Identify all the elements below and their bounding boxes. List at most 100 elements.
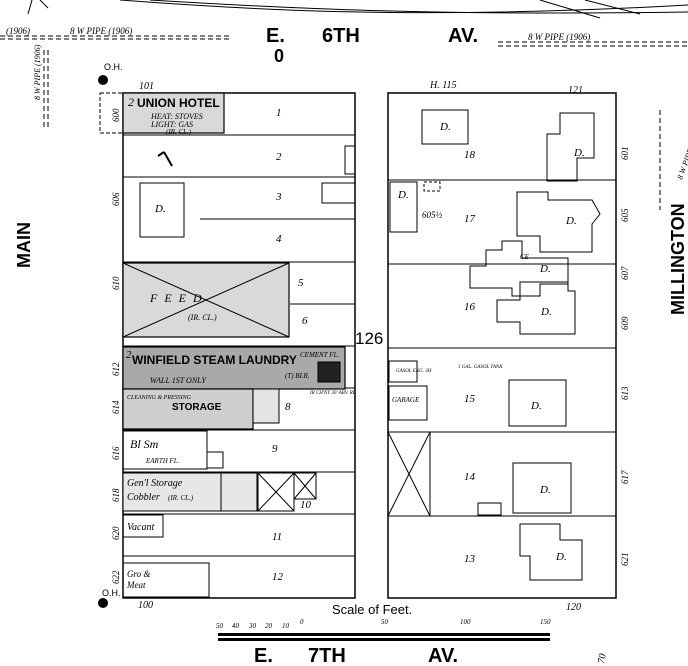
lot-9: 9 — [272, 443, 278, 455]
left-addresses: 600 606 610 612 614 616 618 620 622 — [111, 108, 121, 584]
d-lot18b: D. — [573, 147, 585, 159]
corner-mark: 70 — [596, 653, 609, 665]
corner-120: 120 — [566, 602, 581, 613]
cobbler-label: Cobbler — [127, 492, 160, 503]
addr-617: 617 — [620, 470, 630, 484]
laundry-building: 2 WINFIELD STEAM LAUNDRY WALL 1ST ONLY C… — [122, 346, 357, 430]
laundry-boiler: (T) BLR. — [285, 372, 310, 380]
scale-tick-20: 20 — [265, 622, 273, 630]
blacksmith-building: Bl Sm EARTH FL. — [122, 430, 224, 470]
lot-17: 17 — [464, 213, 476, 225]
lot-12: 12 — [272, 571, 284, 583]
hydrant-label-top: O.H. — [104, 62, 123, 72]
lot2-outbuilding — [344, 145, 356, 175]
addr-616: 616 — [111, 446, 121, 460]
street-top-e: E. — [266, 25, 285, 47]
addr-600: 600 — [111, 108, 121, 122]
addr-613: 613 — [620, 386, 630, 400]
block-number: 126 — [355, 329, 383, 348]
corner-115: H. 115 — [429, 80, 456, 91]
pipe-label-right: 8 W PIPE (1906) — [675, 125, 688, 180]
right-lot-numbers: 18 17 16 15 14 13 — [464, 149, 476, 565]
rail-lines — [27, 0, 688, 19]
storage-label: STORAGE — [172, 402, 222, 413]
street-bottom-7th: 7TH — [308, 645, 346, 666]
lot-2: 2 — [276, 151, 282, 163]
addr-614: 614 — [111, 400, 121, 414]
garage-label: GARAGE — [392, 396, 420, 404]
lot-13: 13 — [464, 553, 476, 565]
d-lot14: D. — [539, 484, 551, 496]
addr-610: 610 — [111, 276, 121, 290]
scale-tick-30: 30 — [248, 622, 257, 630]
grocery-building: Gro & Meat — [122, 562, 210, 598]
scale-title: Scale of Feet. — [332, 602, 412, 617]
feed-building: F E E D (IR. CL.) — [122, 262, 290, 338]
addr-618: 618 — [111, 488, 121, 502]
pipe-label-far-left: (1906) — [6, 26, 30, 36]
street-top-6th: 6TH — [322, 25, 360, 47]
dwelling-lot3: D. — [139, 182, 185, 238]
scale-tick-40: 40 — [232, 622, 240, 630]
corner-121: 121 — [568, 85, 583, 96]
cleaning-label: CLEANING & PRESSING — [127, 395, 192, 401]
d-lot17a: D. — [397, 189, 409, 201]
addr-605half: 605½ — [422, 210, 443, 220]
laundry-cement: CEMENT FL. — [300, 351, 339, 359]
d-lot18a: D. — [439, 121, 451, 133]
scale-tick-150: 150 — [540, 618, 551, 626]
gro-label-b: Meat — [126, 580, 146, 590]
pipe-label-top-left: 8 W PIPE (1906) — [70, 26, 132, 36]
lot-16: 16 — [464, 301, 476, 313]
addr-605: 605 — [620, 208, 630, 222]
right-addresses: 601 605 607 609 613 617 621 — [620, 147, 630, 567]
lot-18: 18 — [464, 149, 476, 161]
d-lot15: D. — [530, 400, 542, 412]
street-bottom-av: AV. — [428, 645, 458, 666]
street-main: MAIN — [14, 222, 34, 268]
vacant-building: Vacant — [122, 514, 164, 538]
addr-620: 620 — [111, 526, 121, 540]
dwelling-label: D. — [154, 203, 166, 215]
feed-note: (IR. CL.) — [188, 313, 217, 322]
union-hotel-stories: 2 — [128, 95, 134, 109]
cobbler-note: (IR. CL.) — [168, 494, 194, 502]
north-arrow-mark — [157, 151, 173, 167]
laundry-name: WINFIELD STEAM LAUNDRY — [132, 353, 297, 367]
lot-3: 3 — [275, 191, 282, 203]
addr-621: 621 — [620, 553, 630, 567]
addr-622: 622 — [111, 570, 121, 584]
feed-label: F E E D — [149, 291, 204, 305]
lot-10: 10 — [300, 499, 312, 511]
right-block — [387, 92, 617, 599]
gasol-label: GASOL ENG. 3H — [396, 369, 432, 374]
lot-11: 11 — [272, 531, 282, 543]
lot-15: 15 — [464, 393, 476, 405]
corner-101: 101 — [139, 81, 154, 92]
lot-4: 4 — [276, 233, 282, 245]
union-hotel-heat: HEAT: STOVES — [150, 112, 203, 121]
addr-601: 601 — [620, 147, 630, 161]
lot-5: 5 — [298, 277, 304, 289]
lot-6: 6 — [302, 315, 308, 327]
scale-tick-0: 0 — [300, 618, 304, 626]
gen-storage-label: Gen'l Storage — [127, 478, 183, 489]
laundry-stories: 2 — [126, 349, 132, 361]
lot-8: 8 — [285, 401, 291, 413]
blsm-label: Bl Sm — [130, 437, 159, 451]
pipe-label-top-right: 8 W PIPE (1906) — [528, 32, 590, 42]
addr-606: 606 — [111, 192, 121, 206]
corner-100: 100 — [138, 600, 153, 611]
right-lot-lines — [388, 179, 616, 517]
laundry-note: WALL 1ST ONLY — [150, 376, 207, 385]
union-hotel-cl: (IR. CL.) — [166, 128, 192, 136]
d-lot16: D. — [540, 306, 552, 318]
scale-bar: Scale of Feet. 50 40 30 20 10 0 50 100 1… — [216, 602, 551, 641]
laundry-chimney: IR CH'NY 30' ABV. RF. — [309, 391, 357, 396]
scale-tick-50r: 50 — [381, 618, 389, 626]
scale-tick-50l: 50 — [216, 622, 224, 630]
addr-612: 612 — [111, 362, 121, 376]
addr-609: 609 — [620, 316, 630, 330]
pipe-label-left: 8 W PIPE (1906) — [33, 44, 42, 100]
